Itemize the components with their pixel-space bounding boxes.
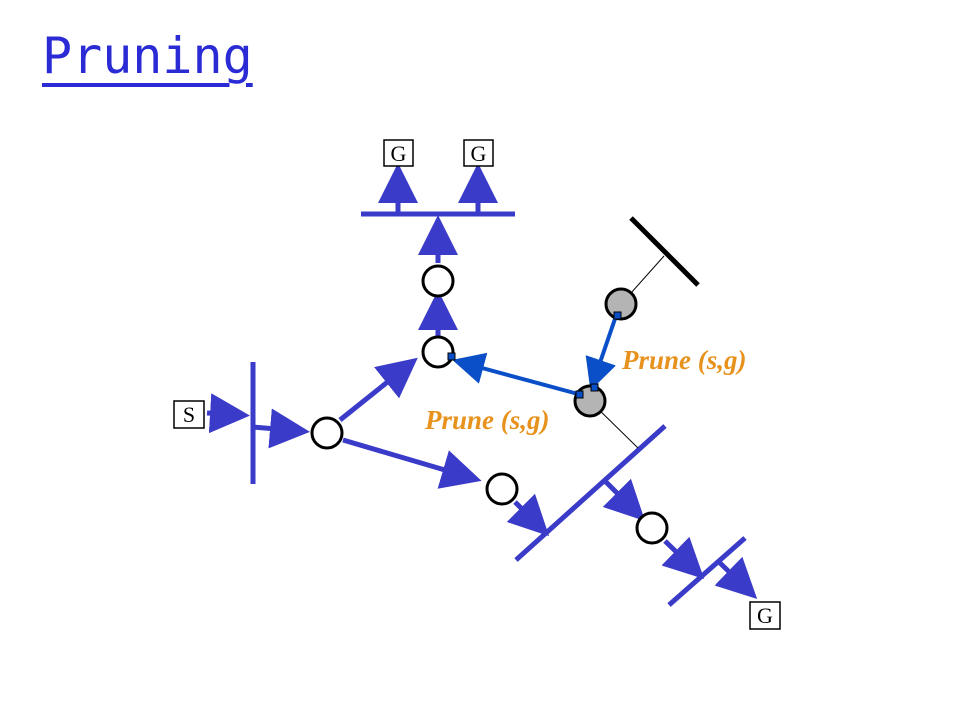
flow-arrow-router-to-bottom-lan: [661, 536, 705, 579]
flow-arrow-to-upper-router: [338, 357, 418, 422]
host-label: S: [183, 402, 195, 427]
router-top: [421, 264, 455, 298]
interface-marker: [575, 390, 584, 399]
host-s-source: S: [173, 400, 205, 429]
prune-label-upper: Prune (s,g): [621, 345, 747, 375]
router-source-side: [310, 416, 344, 450]
flow-arrow-to-lower-router: [342, 437, 482, 489]
interface-marker: [613, 311, 622, 320]
prune-label-lower: Prune (s,g): [424, 405, 550, 435]
flow-arrow-source-to-lan: [206, 393, 250, 434]
flow-arrow-middle-lan-to-router: [602, 478, 646, 522]
slide-title: Pruning: [42, 27, 253, 85]
flow-arrow-to-host-g3: [714, 556, 758, 599]
interface-marker: [447, 352, 456, 361]
host-g-top-right: G: [463, 139, 494, 167]
middle-lan-segment: [514, 424, 667, 562]
host-g-bottom-right: G: [749, 601, 781, 630]
host-label: G: [757, 603, 773, 628]
bottom-lan-segment: [667, 536, 747, 607]
prune-arrow-lower: [452, 352, 579, 396]
interface-marker: [590, 383, 599, 392]
router-lower-middle: [485, 472, 519, 506]
host-label: G: [471, 141, 487, 166]
pruned-lan-segment: [629, 216, 700, 287]
router-upper-middle: [421, 335, 455, 369]
host-g-top-left: G: [383, 139, 414, 167]
prune-arrow-upper: [585, 312, 619, 391]
router-bottom: [635, 511, 669, 545]
host-label: G: [391, 141, 407, 166]
flow-arrow-lan-to-router: [252, 408, 310, 449]
flow-arrow-to-middle-lan: [506, 493, 550, 537]
